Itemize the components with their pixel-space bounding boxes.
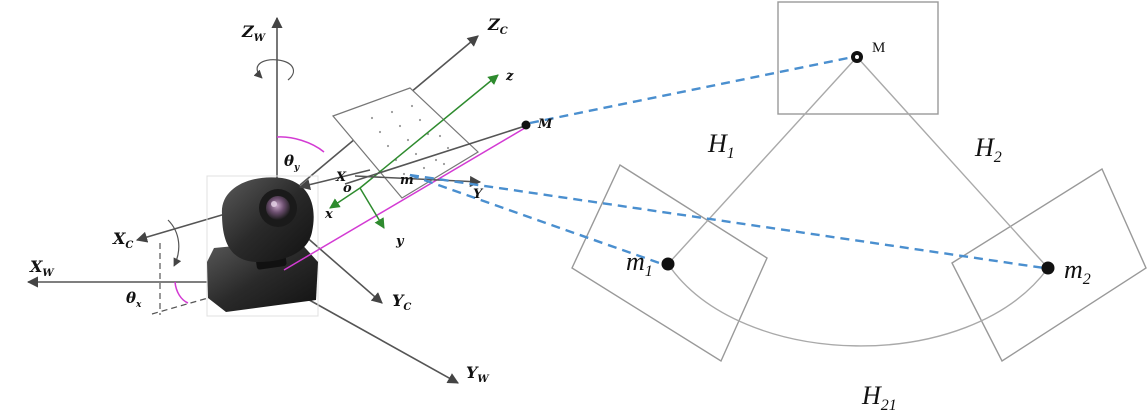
label-Xw: XW [29,257,55,279]
label-z: z [505,69,514,84]
image-z-axis [359,74,499,189]
label-H21: H21 [861,381,897,414]
ptz-camera-icon [206,175,319,317]
rotation-arc-z [253,59,295,81]
dash-m2 [409,173,1045,270]
label-Y-plane: Y [473,187,484,202]
label-M-left: M [537,117,553,132]
label-o: o [343,181,352,196]
label-H2: H2 [974,133,1002,166]
label-theta-y: θy [284,152,300,173]
label-m: m [400,173,414,188]
image-X-axis [298,169,371,191]
link-H21 [667,263,1049,347]
label-x: x [324,207,333,222]
label-H1: H1 [707,129,735,162]
theta-x-arc [174,281,189,304]
camera-y-axis [295,227,383,304]
projection-dashes [409,55,1045,270]
point-M-left [521,120,531,130]
theta-y-arc [276,136,325,153]
image-plane-ray [344,125,526,185]
label-theta-x: θx [126,289,142,310]
label-m2: m2 [1064,255,1091,288]
homography-links [667,56,1049,347]
image-plane [298,74,531,229]
image-y-axis [359,187,385,229]
label-Xc: XC [112,229,133,251]
point-m1 [661,257,675,271]
label-Zc: ZC [487,15,508,37]
image-x-axis [329,187,361,209]
label-X-plane: X [335,170,347,185]
label-Yw: YW [466,363,490,385]
dash-M [529,55,854,125]
label-m1: m1 [626,247,653,280]
optical-ray [283,124,531,271]
camera-x-axis [135,211,233,243]
rotation-arc-x [167,219,182,267]
label-y: y [395,234,405,249]
link-H1 [667,56,858,265]
labels: ZW XW YW ZC XC YC θy θx z X o x y Y m M … [29,15,1091,414]
label-Yc: YC [392,291,411,313]
tilted-dashed-guide [151,295,216,315]
label-Zw: ZW [241,22,267,44]
point-m2 [1041,261,1055,275]
link-H2 [856,56,1049,269]
label-M: M [872,40,885,56]
